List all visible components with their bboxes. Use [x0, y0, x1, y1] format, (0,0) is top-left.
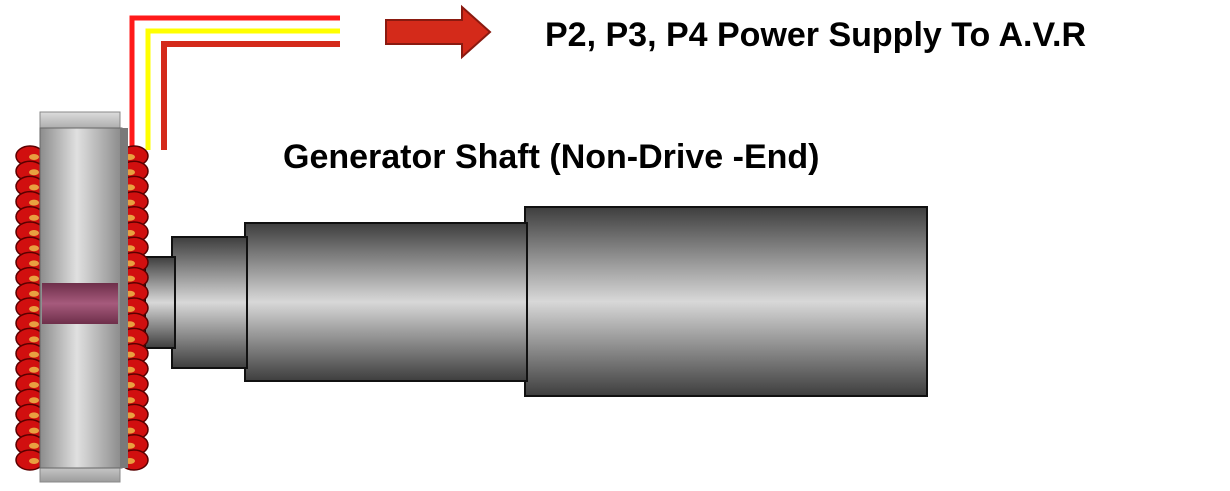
coil-highlight-left-1 [29, 154, 39, 160]
shaft-section-middle [244, 222, 528, 382]
coil-highlight-left-8 [29, 260, 39, 267]
coil-highlight-left-15 [29, 366, 39, 373]
shaft-collar [144, 256, 176, 349]
coil-highlight-left-19 [29, 427, 39, 434]
coil-highlight-left-6 [29, 230, 39, 236]
exciter-rim [120, 128, 128, 468]
coil-highlight-left-18 [29, 412, 39, 419]
wire-p2 [129, 15, 340, 150]
coil-highlight-left-13 [29, 336, 39, 343]
coil-highlight-left-9 [29, 275, 39, 282]
coil-highlight-left-3 [29, 184, 39, 191]
core-slot [42, 283, 118, 324]
supply-wires [129, 15, 340, 150]
coil-highlight-left-10 [29, 290, 39, 297]
coil-highlight-left-7 [29, 245, 39, 252]
coil-highlight-left-11 [29, 306, 39, 312]
coil-highlight-left-14 [29, 351, 39, 358]
shaft-section-large [524, 206, 928, 397]
shaft-section-small [171, 236, 248, 369]
coil-highlight-left-5 [29, 214, 39, 221]
coil-highlight-left-16 [29, 382, 39, 388]
coil-highlight-left-17 [29, 397, 39, 404]
coil-highlight-left-20 [29, 442, 39, 449]
coil-highlight-left-21 [29, 458, 39, 464]
wire-p4 [161, 41, 340, 150]
coil-highlight-left-4 [29, 199, 39, 206]
wire-p3 [145, 28, 340, 150]
coil-highlight-left-12 [29, 321, 39, 328]
right-arrow-icon [385, 4, 492, 60]
power-supply-label: P2, P3, P4 Power Supply To A.V.R [545, 16, 1087, 54]
coil-highlight-left-2 [29, 169, 39, 176]
shaft-label: Generator Shaft (Non-Drive -End) [283, 138, 820, 176]
